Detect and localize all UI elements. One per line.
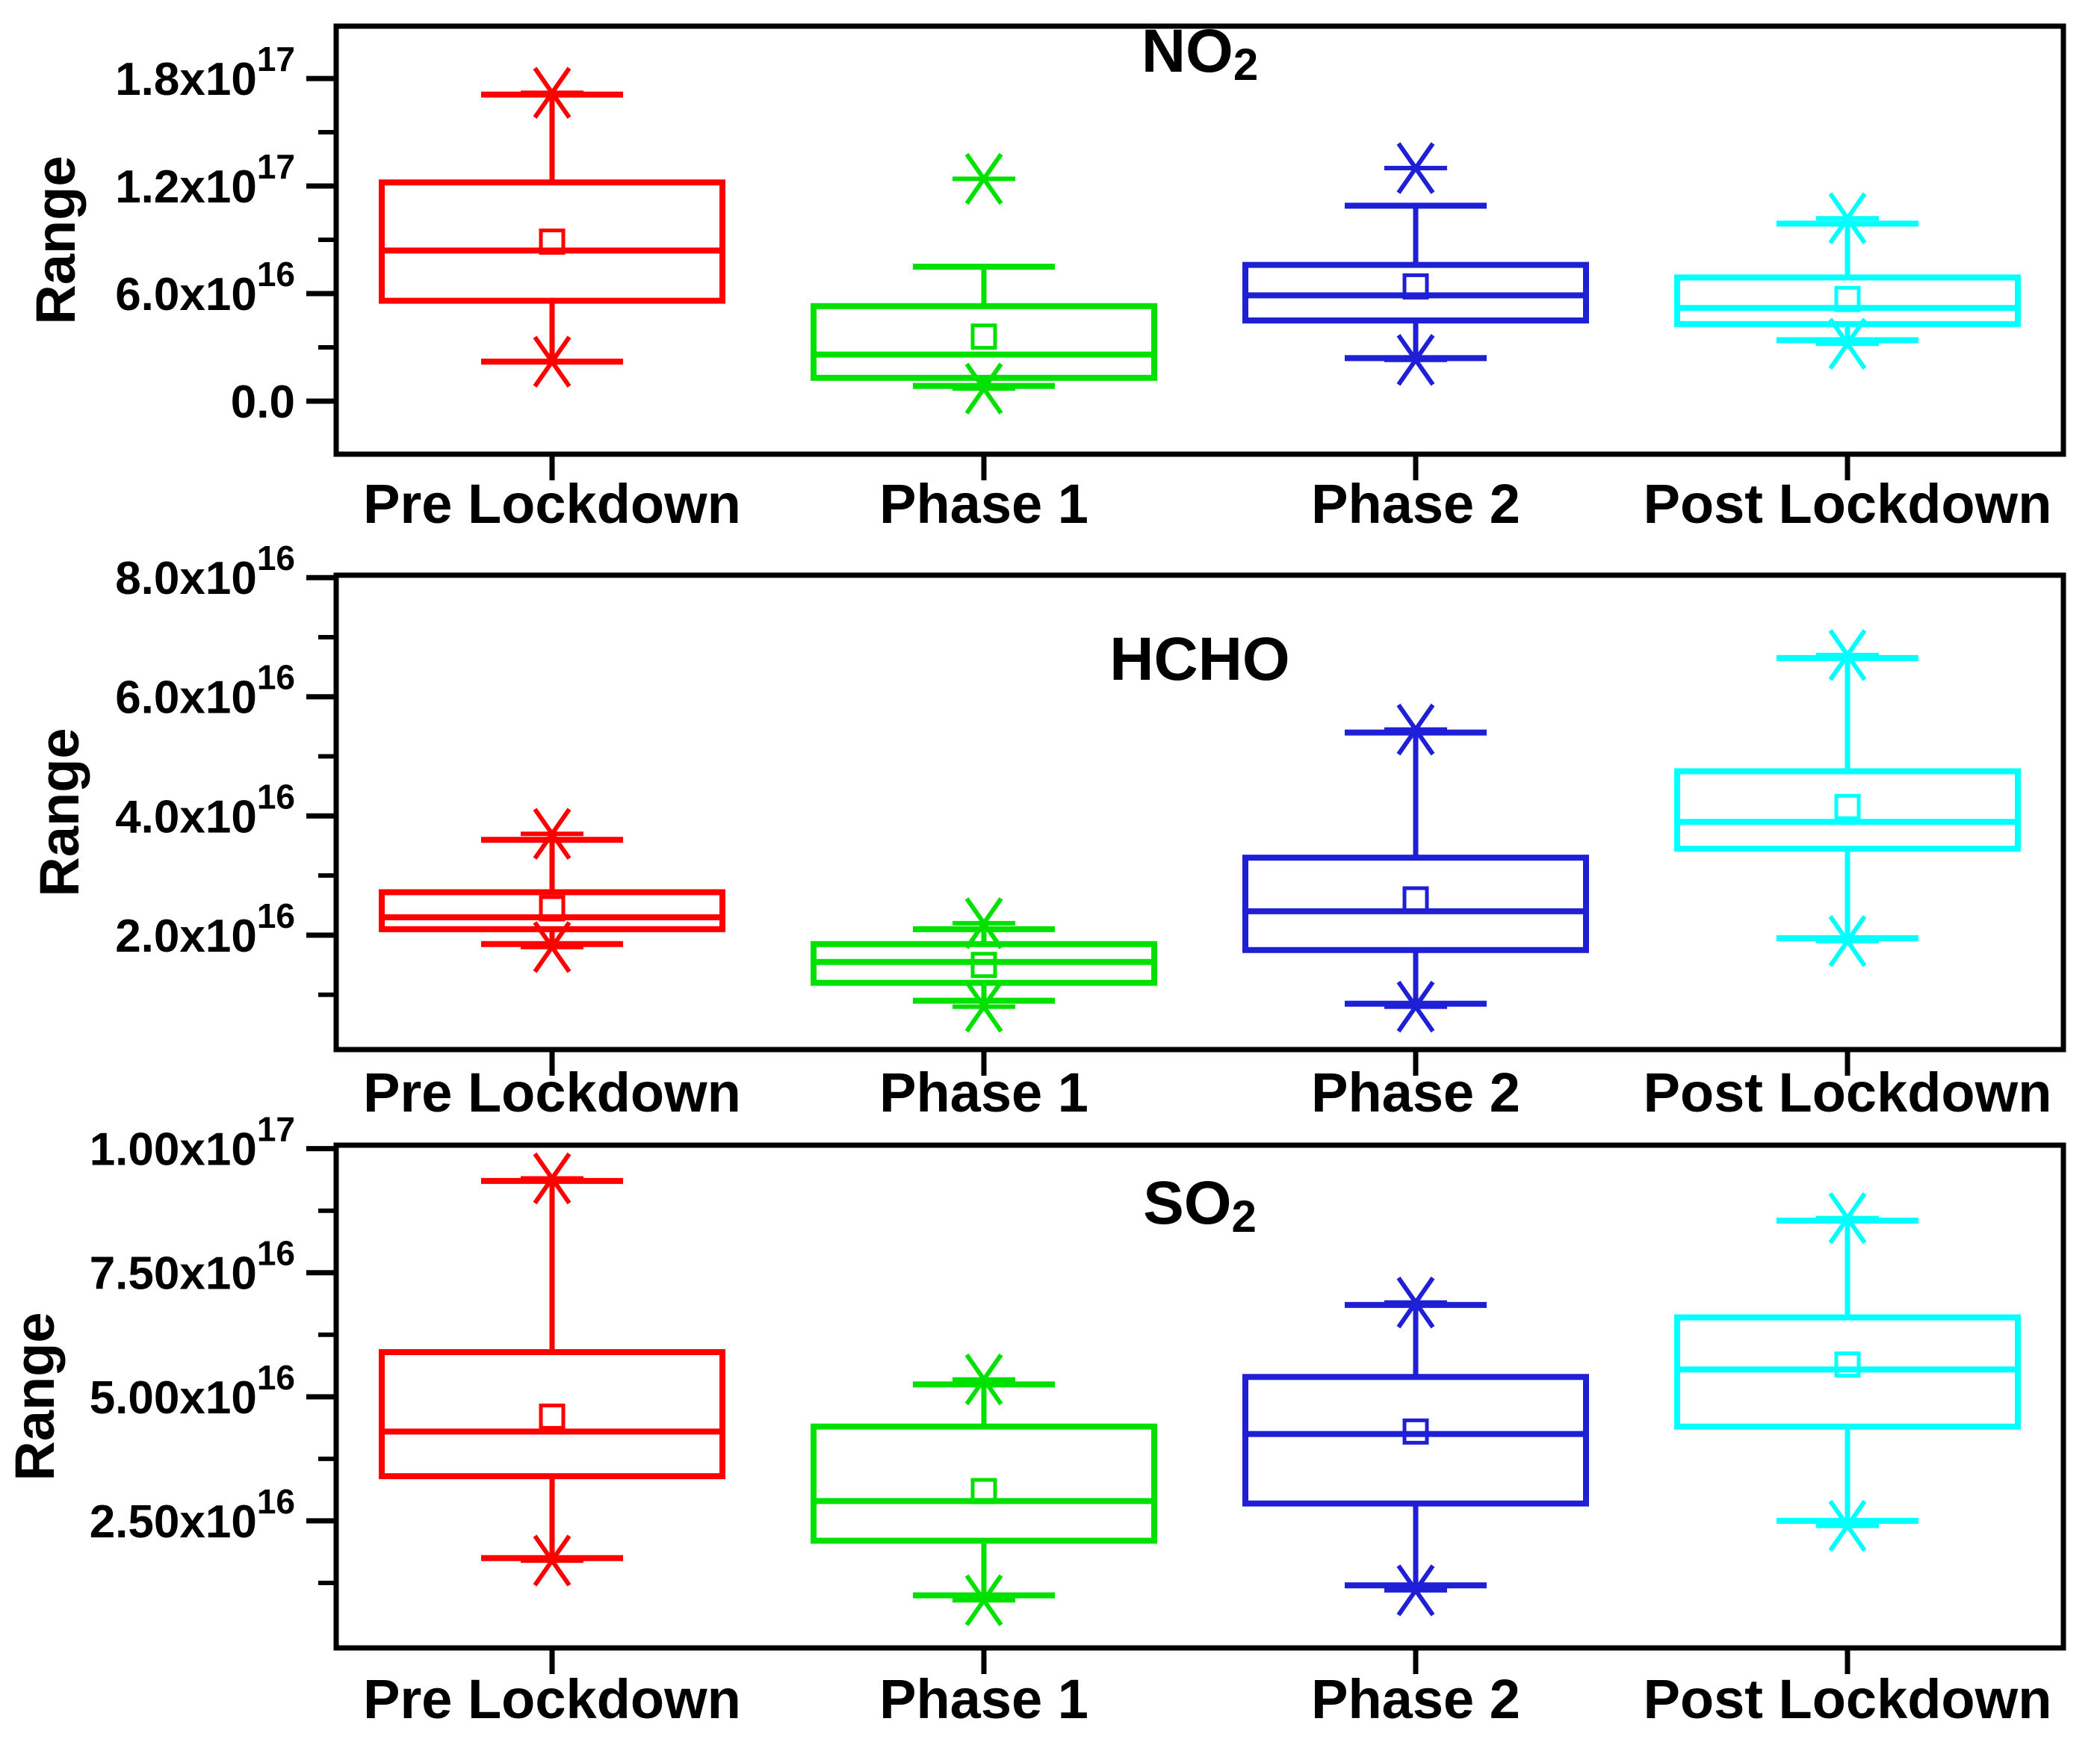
max-star-marker: [521, 1152, 583, 1205]
iqr-box: [379, 1349, 725, 1480]
y-tick-label: 1.8x1017: [115, 40, 295, 105]
x-category-label: Post Lockdown: [1644, 1668, 2052, 1730]
min-star-marker: [1384, 980, 1447, 1033]
x-category-label: Phase 2: [1311, 1062, 1520, 1124]
min-star-marker: [521, 335, 583, 388]
min-star-marker: [1384, 334, 1447, 386]
box-hcho-pre-lockdown: [379, 808, 725, 973]
y-tick-label: 7.50x1016: [90, 1234, 295, 1300]
mean-marker: [1834, 1351, 1861, 1378]
box-so2-phase-1: [811, 1353, 1157, 1626]
x-category-label: Post Lockdown: [1644, 473, 2052, 535]
min-star-marker: [521, 921, 583, 973]
mean-marker: [539, 1403, 566, 1430]
max-star-marker: [521, 808, 583, 860]
mean-marker: [1402, 886, 1429, 913]
y-tick-label: 1.2x1017: [115, 147, 295, 213]
iqr-box: [811, 1423, 1157, 1544]
min-star-marker: [953, 362, 1015, 415]
x-category-label: Phase 1: [879, 1062, 1088, 1124]
max-star-marker: [1816, 1191, 1879, 1245]
iqr-box: [1674, 274, 2021, 327]
panel-title: SO2: [1143, 1169, 1257, 1242]
max-star-marker: [953, 152, 1015, 205]
box-hcho-phase-2: [1242, 703, 1589, 1033]
mean-marker: [970, 323, 997, 350]
iqr-box: [1242, 855, 1589, 953]
min-star-marker: [1816, 1499, 1879, 1552]
x-category-label: Phase 2: [1311, 473, 1520, 535]
y-axis-label: Range: [25, 155, 87, 324]
min-star-marker: [1384, 1564, 1447, 1617]
y-tick-label: 2.0x1016: [115, 896, 295, 962]
box-so2-pre-lockdown: [379, 1152, 725, 1587]
mean-marker: [1834, 793, 1861, 820]
max-star-marker: [1816, 629, 1879, 681]
box-so2-post-lockdown: [1674, 1191, 2021, 1552]
x-category-label: Phase 1: [879, 1668, 1088, 1730]
mean-marker: [1402, 1418, 1429, 1445]
box-no2-post-lockdown: [1674, 192, 2021, 370]
max-star-marker: [521, 66, 583, 119]
iqr-box: [379, 889, 725, 932]
y-tick-label: 5.00x1016: [90, 1358, 295, 1424]
max-star-marker: [1384, 703, 1447, 756]
iqr-box: [811, 303, 1157, 381]
y-tick-label: 1.00x1017: [90, 1110, 295, 1176]
x-category-label: Phase 2: [1311, 1668, 1520, 1730]
max-star-marker: [953, 1353, 1015, 1406]
max-star-marker: [953, 897, 1015, 949]
y-tick-label: 2.50x1016: [90, 1482, 295, 1548]
min-star-marker: [1816, 317, 1879, 370]
y-tick-label: 8.0x1016: [115, 539, 295, 604]
y-tick-label: 6.0x1016: [115, 658, 295, 724]
min-star-marker: [1816, 915, 1879, 967]
x-category-label: Pre Lockdown: [363, 473, 741, 535]
y-tick-label: 6.0x1016: [115, 255, 295, 320]
max-star-marker: [1816, 192, 1879, 244]
y-tick-label: 4.0x1016: [115, 777, 295, 843]
box-no2-phase-1: [811, 152, 1157, 415]
box-so2-phase-2: [1242, 1276, 1589, 1617]
panel-title: HCHO: [1109, 625, 1289, 693]
mean-marker: [539, 895, 566, 922]
x-category-label: Pre Lockdown: [363, 1668, 741, 1730]
panel-title: NO2: [1142, 17, 1258, 90]
y-tick-label: 0.0: [231, 376, 295, 428]
x-category-label: Pre Lockdown: [363, 1062, 741, 1124]
mean-marker: [1834, 285, 1861, 312]
iqr-box: [1242, 1374, 1589, 1507]
mean-marker: [1402, 273, 1429, 300]
x-category-label: Post Lockdown: [1644, 1062, 2052, 1124]
max-star-marker: [1384, 1276, 1447, 1329]
y-axis-label: Range: [28, 728, 90, 896]
mean-marker: [539, 228, 566, 255]
min-star-marker: [521, 1534, 583, 1587]
iqr-box: [379, 179, 725, 304]
mean-marker: [970, 1478, 997, 1504]
max-star-marker: [1384, 142, 1447, 194]
box-no2-phase-2: [1242, 142, 1589, 386]
panel-so2: 1.00x1017 7.50x1016 5.00x1016 2.50x1016 Rang…: [4, 1110, 2066, 1730]
x-category-label: Phase 1: [879, 473, 1088, 535]
min-star-marker: [953, 1574, 1015, 1626]
y-axis-label: Range: [4, 1312, 66, 1481]
box-no2-pre-lockdown: [379, 66, 725, 388]
iqr-box: [1674, 768, 2021, 852]
mean-marker: [970, 952, 997, 979]
panel-hcho: 8.0x1016 6.0x1016 4.0x1016 2.0x1016 Range HCH…: [28, 539, 2066, 1124]
box-hcho-phase-1: [811, 897, 1157, 1033]
plot-frame: [333, 572, 2066, 1053]
min-star-marker: [953, 980, 1015, 1033]
box-hcho-post-lockdown: [1674, 629, 2021, 967]
